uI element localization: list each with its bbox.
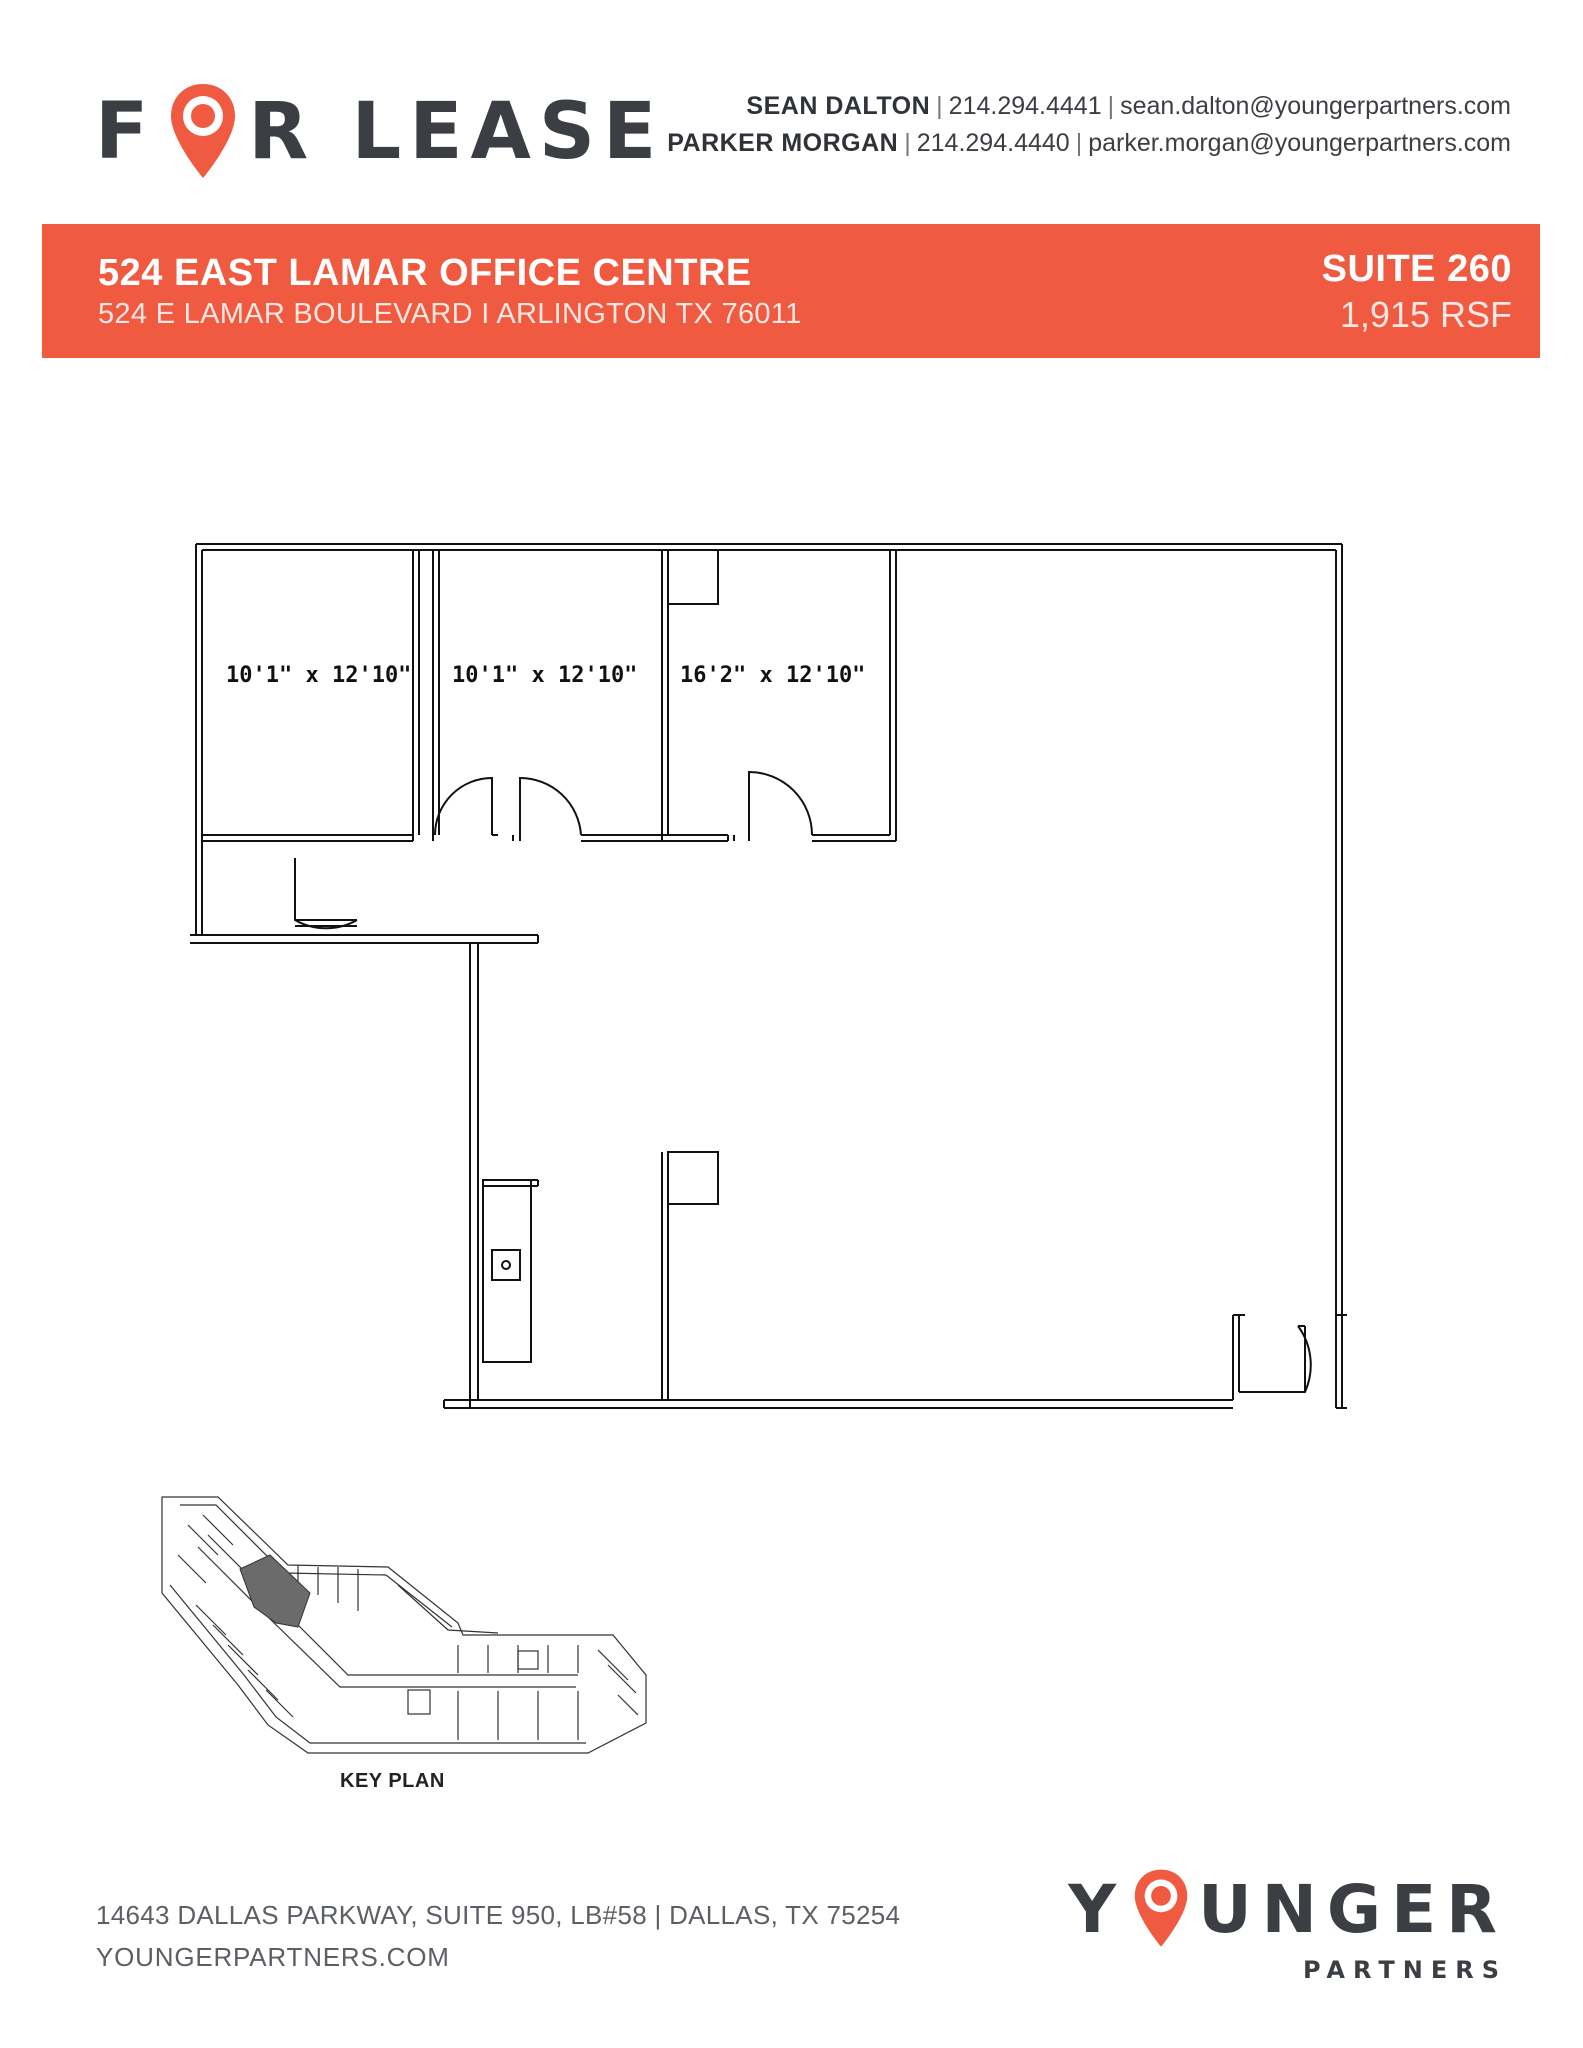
property-name: 524 EAST LAMAR OFFICE CENTRE bbox=[98, 252, 752, 294]
contact-row: PARKER MORGAN|214.294.4440|parker.morgan… bbox=[667, 129, 1511, 157]
brand-wordmark: Y UNGER bbox=[1068, 1868, 1507, 1950]
younger-partners-logo: Y UNGER PARTNERS bbox=[1068, 1868, 1507, 1984]
key-plan-drawing bbox=[161, 1496, 647, 1754]
property-address: 524 E LAMAR BOULEVARD I ARLINGTON TX 760… bbox=[98, 298, 802, 330]
room-dimension-label: 16'2" x 12'10" bbox=[680, 663, 865, 688]
floor-plan-drawing: 10'1" x 12'10" 10'1" x 12'10" 16'2" x 12… bbox=[190, 543, 1347, 1409]
brand-letters-rest: UNGER bbox=[1198, 1870, 1507, 1948]
contact-email[interactable]: parker.morgan@youngerpartners.com bbox=[1088, 129, 1511, 157]
contact-name: PARKER MORGAN bbox=[667, 129, 899, 157]
for-lease-logo: F R LEASE bbox=[95, 72, 664, 192]
location-pin-icon bbox=[168, 82, 238, 182]
footer-website-link[interactable]: YOUNGERPARTNERS.COM bbox=[96, 1942, 450, 1972]
title-letters-rest: R LEASE bbox=[248, 87, 665, 177]
brand-letter-y: Y bbox=[1068, 1870, 1127, 1948]
floor-plan: 10'1" x 12'10" 10'1" x 12'10" 16'2" x 12… bbox=[180, 540, 1380, 1425]
key-plan bbox=[158, 1495, 668, 1765]
footer-address: 14643 DALLAS PARKWAY, SUITE 950, LB#58 |… bbox=[96, 1900, 901, 1930]
brand-subtitle: PARTNERS bbox=[1303, 1956, 1507, 1984]
location-pin-icon bbox=[1132, 1868, 1190, 1950]
suite-number: SUITE 260 bbox=[1321, 248, 1512, 290]
contact-phone[interactable]: 214.294.4440 bbox=[916, 129, 1070, 157]
room-dimension-label: 10'1" x 12'10" bbox=[226, 663, 411, 688]
suite-area: 1,915 RSF bbox=[1339, 294, 1512, 335]
room-dimension-label: 10'1" x 12'10" bbox=[452, 663, 637, 688]
title-letter-f: F bbox=[95, 87, 157, 177]
contact-name: SEAN DALTON bbox=[746, 92, 931, 120]
contact-phone[interactable]: 214.294.4441 bbox=[948, 92, 1102, 120]
property-banner: 524 EAST LAMAR OFFICE CENTRE 524 E LAMAR… bbox=[42, 224, 1540, 358]
contact-block: SEAN DALTON|214.294.4441|sean.dalton@you… bbox=[667, 88, 1511, 162]
contact-email[interactable]: sean.dalton@youngerpartners.com bbox=[1120, 92, 1511, 120]
key-plan-label: KEY PLAN bbox=[340, 1770, 445, 1792]
contact-row: SEAN DALTON|214.294.4441|sean.dalton@you… bbox=[746, 92, 1511, 120]
